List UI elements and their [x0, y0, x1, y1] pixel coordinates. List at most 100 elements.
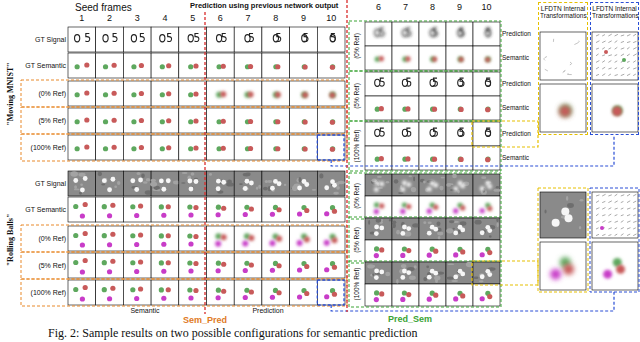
frame-cell: [317, 27, 345, 52]
semantic-blob: [138, 259, 143, 264]
ball-shape: [107, 187, 112, 192]
semantic-blob: [242, 241, 248, 247]
frame-number: 6: [376, 3, 381, 13]
frame-cell: [96, 253, 124, 278]
green-dashed-box: [349, 173, 501, 219]
flow-arrow: [608, 34, 611, 36]
frame-cell: [68, 81, 96, 106]
frame-cell: [207, 108, 235, 133]
texture-blob: [372, 273, 374, 276]
semantic-blob: [83, 231, 88, 236]
semantic-blob: [303, 64, 308, 69]
semantic-blob: [193, 145, 198, 150]
semantic-blob: [432, 57, 437, 62]
semantic-blob: [221, 206, 226, 211]
semantic-blob: [188, 64, 193, 69]
semantic-blob: [374, 202, 379, 207]
digit-stroke: [460, 78, 464, 86]
texture-blob: [396, 279, 398, 284]
frame-cell: [262, 53, 290, 78]
blue-highlight-box: [317, 135, 344, 160]
ball-shape: [487, 272, 492, 277]
semantic-blob: [433, 205, 438, 210]
frame-cell: [68, 280, 96, 305]
frame-cell: [365, 284, 392, 306]
frame-cell: [419, 46, 446, 70]
digit-stroke: [160, 35, 165, 42]
semantic-blob: [188, 295, 193, 300]
flow-arrow: [596, 41, 599, 43]
frame-cell: [392, 122, 419, 146]
row-label: Prediction: [502, 30, 531, 37]
texture-blob: [439, 186, 443, 191]
digit-stroke: [430, 129, 435, 136]
row-label: (5% Ref): [353, 227, 360, 253]
flow-arrow: [608, 201, 611, 203]
semantic-blob: [405, 106, 410, 111]
semantic-blob: [221, 262, 226, 267]
semantic-blob: [216, 288, 221, 293]
ball-shape: [427, 231, 432, 236]
ball-shape: [243, 186, 248, 191]
semantic-blob: [160, 64, 165, 69]
digit-stroke: [273, 35, 278, 42]
texture-blob: [475, 220, 482, 225]
ball-shape: [402, 225, 407, 230]
semantic-blob: [330, 146, 335, 151]
texture-blob: [436, 222, 440, 226]
red-divider: [346, 0, 347, 312]
ball-shape: [249, 181, 254, 186]
texture-blob: [151, 179, 157, 182]
frame-cell: [96, 280, 124, 305]
ball-shape: [379, 226, 384, 231]
ball-shape: [216, 179, 221, 184]
frame-cell: [96, 27, 124, 52]
frame-cell: [207, 53, 235, 78]
flow-arrow: [615, 194, 618, 196]
frame-cell: [290, 226, 318, 251]
semantic-blob: [427, 297, 432, 302]
transform-stroke: [574, 41, 579, 45]
flow-arrow: [615, 75, 618, 76]
digit-stroke: [217, 35, 222, 42]
flow-arrow: [627, 67, 630, 69]
ball-shape: [187, 179, 192, 184]
semantic-blob: [188, 241, 193, 246]
semantic-blob: [331, 237, 337, 243]
frame-cell: [392, 218, 419, 240]
frame-cell: [207, 226, 235, 251]
flow-arrow: [621, 35, 624, 36]
texture-blob: [292, 185, 298, 190]
frame-cell: [317, 53, 345, 78]
texture-blob: [394, 179, 399, 183]
semantic-blob: [379, 56, 384, 61]
texture-blob: [243, 173, 251, 177]
semantic-blob: [166, 145, 171, 150]
frame-cell: [262, 253, 290, 278]
flow-arrow: [596, 54, 599, 56]
row-label: Semantic: [502, 104, 529, 111]
semantic-blob: [374, 290, 379, 295]
frame-cell: [262, 226, 290, 251]
semantic-blob: [112, 63, 117, 68]
semantic-blob: [166, 63, 171, 68]
frame-cell: [151, 27, 179, 52]
flow-arrow: [615, 208, 618, 209]
texture-blob: [441, 177, 445, 179]
frame-cell: [392, 196, 419, 218]
semantic-blob: [187, 260, 192, 265]
row-label: (5% Ref): [23, 117, 66, 125]
flow-arrow: [602, 55, 605, 56]
frame-cell: [473, 240, 500, 262]
semantic-blob: [485, 157, 490, 162]
ball-shape: [406, 270, 411, 275]
digit-group: [458, 128, 464, 136]
digit-stroke: [433, 78, 437, 86]
semantic-blob: [131, 92, 136, 97]
frame-cell: [473, 218, 500, 240]
flow-arrow: [627, 208, 630, 209]
semantic-blob: [107, 269, 112, 274]
texture-blob: [438, 236, 441, 239]
texture-blob: [385, 272, 390, 277]
semantic-blob: [83, 258, 88, 263]
